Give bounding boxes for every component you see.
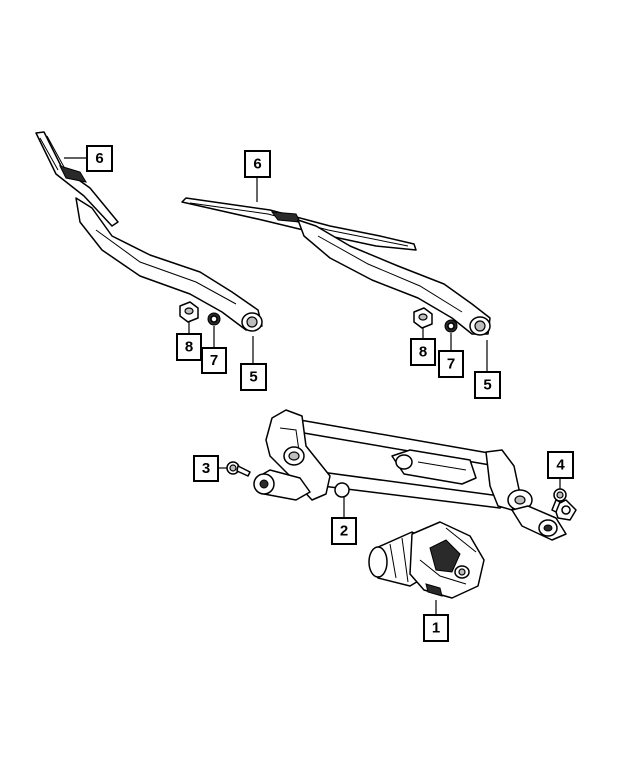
callout-7-right-label: 7 bbox=[447, 356, 455, 373]
callout-5-right: 5 bbox=[474, 371, 501, 399]
callout-5-left-label: 5 bbox=[249, 369, 257, 386]
left-washer bbox=[207, 312, 221, 326]
left-wiper-arm bbox=[75, 197, 263, 331]
left-wiper-assembly bbox=[35, 131, 263, 332]
callout-5-left: 5 bbox=[240, 363, 267, 391]
callout-4: 4 bbox=[547, 451, 574, 479]
callout-6-left-label: 6 bbox=[95, 150, 103, 167]
bolt-3 bbox=[226, 461, 251, 477]
callout-6-right-label: 6 bbox=[253, 156, 261, 173]
right-washer bbox=[444, 319, 458, 333]
left-nut bbox=[179, 301, 199, 323]
callout-1: 1 bbox=[423, 614, 449, 642]
wiper-motor bbox=[368, 521, 485, 599]
callout-8-left-label: 8 bbox=[185, 339, 193, 356]
callout-2-label: 2 bbox=[340, 523, 348, 540]
right-wiper-assembly bbox=[181, 197, 491, 336]
leader-lines bbox=[64, 157, 561, 615]
callout-7-right: 7 bbox=[438, 350, 464, 378]
callout-8-left: 8 bbox=[176, 333, 202, 361]
right-nut bbox=[413, 307, 433, 329]
callout-2: 2 bbox=[331, 517, 357, 545]
callout-8-right-label: 8 bbox=[419, 344, 427, 361]
bolt-4 bbox=[551, 488, 567, 513]
callout-3-label: 3 bbox=[202, 460, 210, 477]
callout-5-right-label: 5 bbox=[483, 377, 491, 394]
callout-7-left-label: 7 bbox=[210, 352, 218, 369]
callout-6-left: 6 bbox=[86, 145, 113, 172]
callout-3: 3 bbox=[193, 455, 219, 482]
callout-6-right: 6 bbox=[244, 150, 271, 178]
wiper-linkage bbox=[253, 409, 577, 541]
callout-8-right: 8 bbox=[410, 338, 436, 366]
callout-7-left: 7 bbox=[201, 347, 227, 374]
right-wiper-arm bbox=[297, 219, 491, 335]
callout-4-label: 4 bbox=[556, 457, 565, 474]
callout-1-label: 1 bbox=[432, 620, 440, 637]
